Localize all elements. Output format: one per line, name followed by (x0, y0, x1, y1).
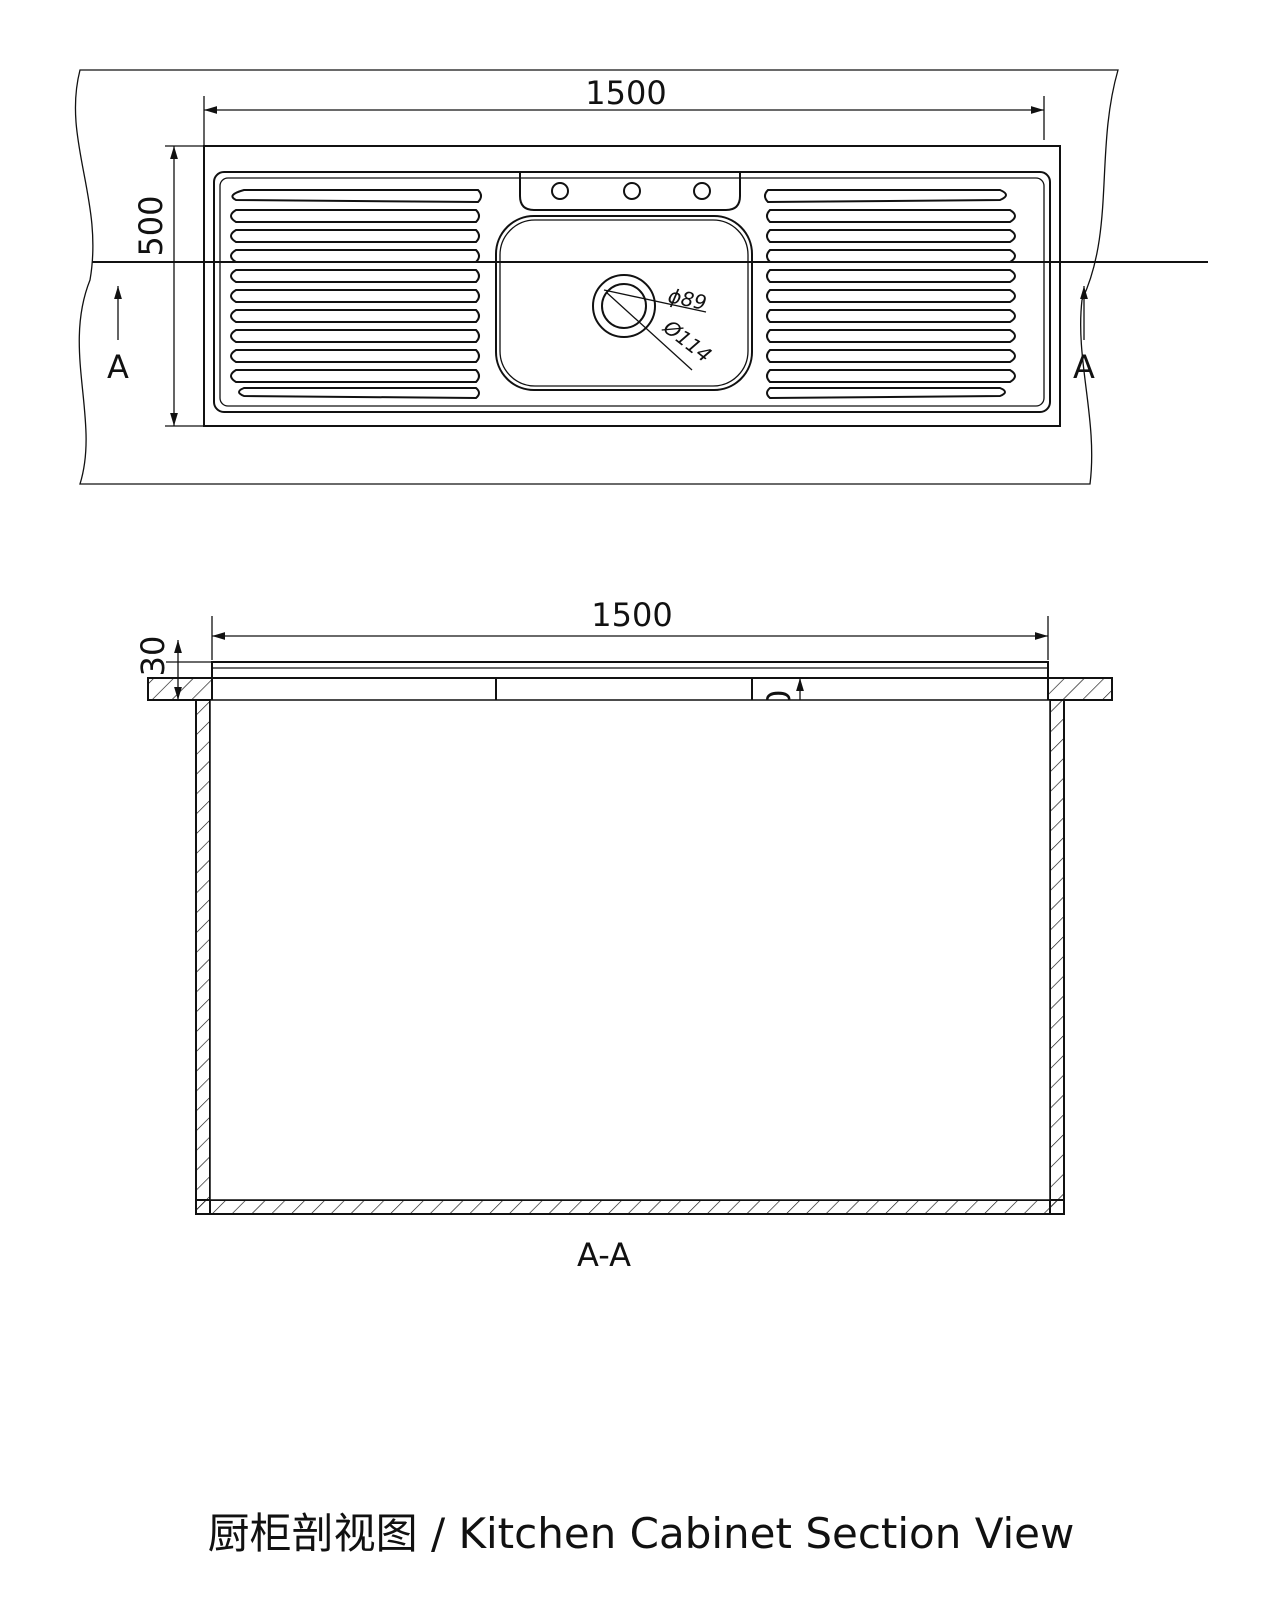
section-marker-left: A (107, 348, 129, 386)
drain-inner-label: Ø114 (658, 314, 716, 367)
drain-outer-label: ϕ89 (666, 283, 709, 315)
drainboard-left (230, 189, 482, 400)
sink-outer-rim (203, 145, 1061, 427)
sink-bowl (495, 215, 753, 391)
section-width-label: 1500 (591, 596, 672, 634)
tap-deck (519, 172, 741, 211)
thickness-label: 30 (134, 636, 172, 677)
drainboard-right (764, 189, 1016, 400)
drain-inner (601, 283, 647, 329)
cabinet-bottom (195, 1199, 1065, 1215)
counter-block-right (1047, 677, 1113, 701)
sink-inner-rim (213, 171, 1051, 413)
counter-break-outline (74, 69, 1119, 485)
section-name: A-A (577, 1236, 631, 1274)
tap-hole-1 (551, 182, 569, 200)
tap-hole-3 (693, 182, 711, 200)
counter-block-left (147, 677, 213, 701)
countertop-slab (211, 661, 1049, 679)
plan-depth-label: 500 (132, 195, 170, 256)
plan-view: ϕ89 Ø114 (74, 69, 1208, 485)
drain-outer (592, 274, 656, 338)
cabinet-wall-left (195, 699, 211, 1215)
tap-hole-2 (623, 182, 641, 200)
section-marker-right: A (1073, 348, 1095, 386)
cabinet-wall-right (1049, 699, 1065, 1215)
sink-inner-rim-2 (219, 177, 1045, 407)
cabinet-interior (209, 699, 1051, 1201)
figure-caption: 厨柜剖视图 / Kitchen Cabinet Section View (207, 1509, 1075, 1558)
sink-bowl-inner (499, 219, 749, 387)
section-view: 1500 30 150 500 A-A (134, 596, 1113, 1274)
plan-width-label: 1500 (585, 74, 666, 112)
